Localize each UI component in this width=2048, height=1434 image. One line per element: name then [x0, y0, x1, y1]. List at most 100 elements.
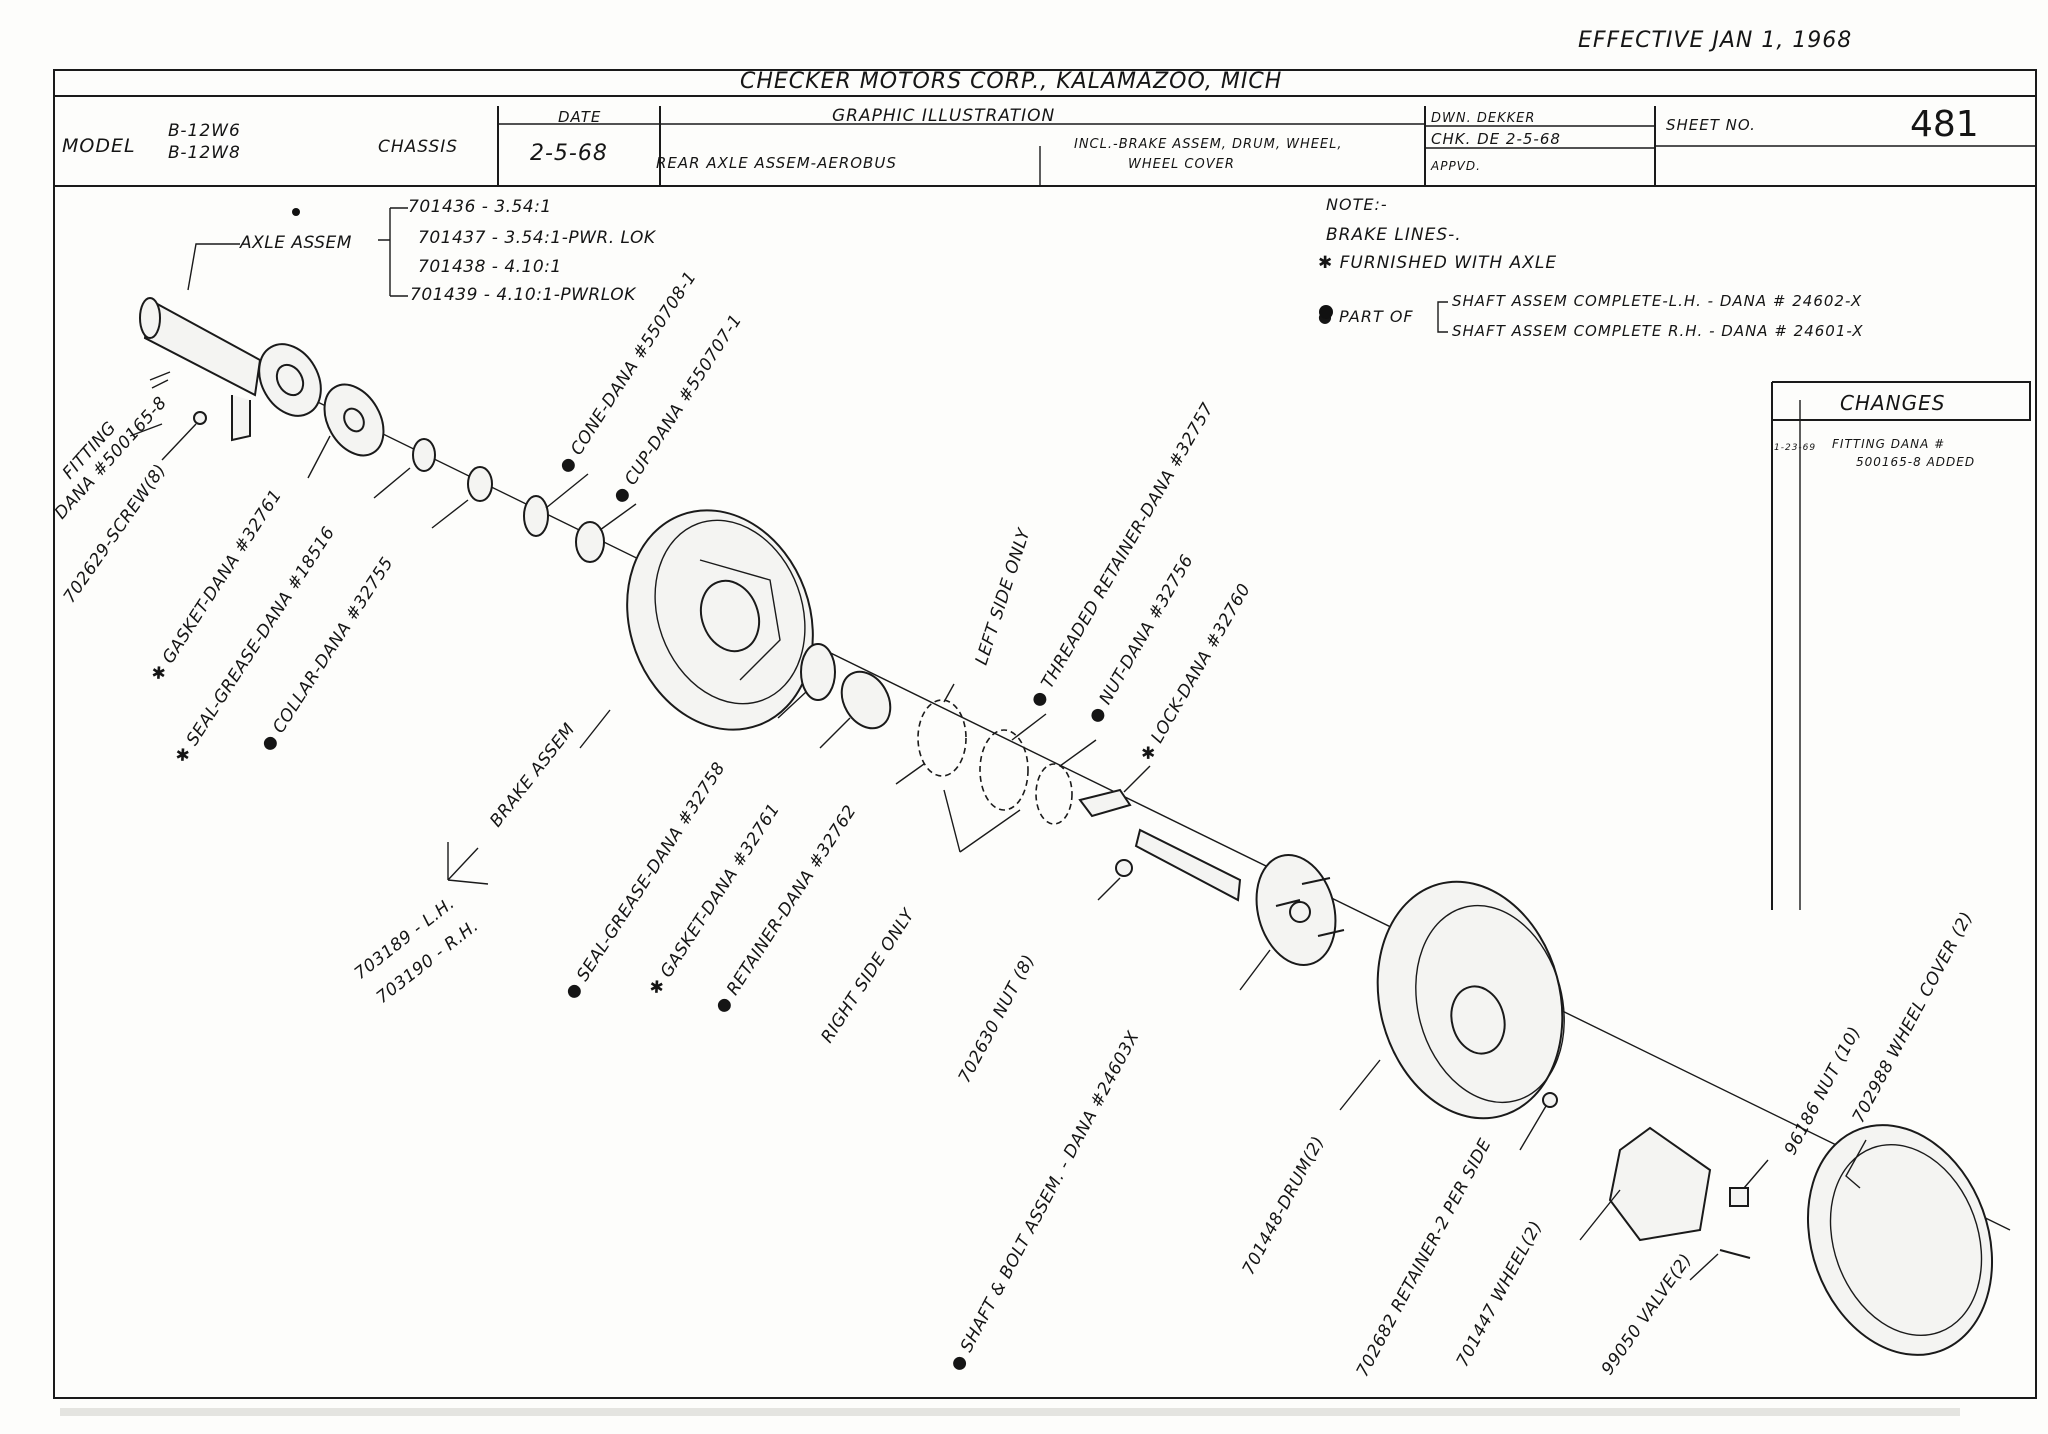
dot	[292, 208, 300, 216]
leader-lines	[129, 423, 1867, 1281]
axle-item-4: 701439 - 4.10:1-PWRLOK	[410, 285, 637, 305]
axle-shaft	[1115, 828, 1345, 966]
leader	[777, 691, 807, 719]
cup	[575, 521, 605, 563]
brake-drum	[1376, 880, 1565, 1120]
model-label: MODEL	[62, 135, 136, 157]
effective-date: EFFECTIVE JAN 1, 1968	[1578, 28, 1852, 53]
checked-by: CHK. DE 2-5-68	[1431, 130, 1561, 148]
sheet-number: 481	[1910, 104, 1979, 145]
leader	[895, 763, 925, 785]
company-name: CHECKER MOTORS CORP., KALAMAZOO, MICH	[740, 69, 1282, 94]
brake-assem-callout: BRAKE ASSEM 703189 - L.H. 703190 - R.H.	[351, 720, 580, 1008]
nut-10	[1729, 1187, 1749, 1207]
gasket-1-hole	[343, 407, 365, 433]
cup-label: ● CUP-DANA #550707-1	[609, 311, 746, 507]
leader	[943, 683, 955, 703]
date-label: DATE	[558, 108, 601, 126]
leader	[1059, 739, 1097, 767]
note-brake-lines: BRAKE LINES-.	[1326, 225, 1462, 245]
leader	[187, 243, 240, 291]
drum-hub	[1450, 985, 1506, 1055]
shaft	[1134, 828, 1242, 902]
includes-line-2: WHEEL COVER	[1128, 157, 1235, 172]
leader	[161, 423, 197, 461]
change-date: 1-23-69	[1774, 443, 1816, 453]
note-shaft-lh: SHAFT ASSEM COMPLETE-L.H. - DANA # 24602…	[1452, 292, 1862, 310]
brake-assembly	[626, 509, 814, 731]
screw	[193, 411, 207, 425]
notes: NOTE:- BRAKE LINES-. ✱ FURNISHED WITH AX…	[1318, 195, 1864, 340]
note-title: NOTE:-	[1326, 195, 1388, 214]
dot	[1319, 305, 1333, 319]
sheet-border	[53, 69, 2037, 1399]
wheel-cover-label: 702988 WHEEL COVER (2)	[1849, 908, 1978, 1126]
approved: APPVD.	[1430, 159, 1481, 173]
shaft-bolt-label: ● SHAFT & BOLT ASSEM. - DANA #24603X	[947, 1028, 1144, 1374]
change-text-2: 500165-8 ADDED	[1856, 455, 1975, 469]
left-side-label: LEFT SIDE ONLY	[972, 525, 1035, 667]
brake-shoe-outline	[654, 519, 806, 705]
shaft-flange-center	[1289, 901, 1311, 923]
note-part-of: ● PART OF	[1318, 307, 1414, 326]
leader	[1097, 877, 1121, 901]
collar-label: ● COLLAR-DANA #32755	[257, 554, 397, 755]
drum-label: 701448-DRUM(2)	[1239, 1133, 1329, 1278]
change-text-1: FITTING DANA #	[1832, 437, 1945, 451]
axle-assem-label: AXLE ASSEM	[239, 233, 352, 253]
leader	[1011, 713, 1047, 741]
drum-rim	[1415, 904, 1565, 1104]
wheel-studs	[1275, 877, 1345, 937]
model-value-1: B-12W6	[168, 121, 241, 141]
nut-8	[1115, 859, 1133, 877]
lock	[1078, 788, 1132, 818]
leader	[545, 473, 589, 509]
part-of-bracket	[1437, 301, 1448, 333]
brake-shoe	[699, 559, 781, 681]
brake-assem-label: BRAKE ASSEM	[486, 720, 579, 832]
nut-8-label: 702630 NUT (8)	[955, 951, 1039, 1086]
assembly-axis	[149, 319, 2011, 1231]
note-shaft-rh: SHAFT ASSEM COMPLETE R.H. - DANA # 24601…	[1452, 322, 1864, 340]
leader	[579, 709, 611, 749]
leader	[373, 467, 411, 499]
changes-header	[1772, 381, 2031, 421]
axle-housing	[139, 297, 322, 442]
seal-grease-1	[412, 438, 436, 472]
threaded-retainer	[979, 729, 1029, 811]
model-value-2: B-12W8	[168, 143, 241, 163]
leader	[1579, 1189, 1621, 1241]
leader	[1123, 765, 1151, 793]
axle-bracket-plate	[231, 395, 251, 442]
axle-item-2: 701437 - 3.54:1-PWR. LOK	[418, 228, 657, 248]
axle-item-3: 701438 - 4.10:1	[418, 257, 562, 277]
includes-line-1: INCL.-BRAKE ASSEM, DRUM, WHEEL,	[1074, 137, 1343, 152]
leader	[431, 499, 469, 529]
brake-hub-hole	[699, 579, 761, 653]
fitting	[149, 371, 171, 389]
leader	[1239, 949, 1271, 991]
wheel	[1608, 1126, 1712, 1242]
wheel-cover-inner	[1829, 1143, 1983, 1337]
gasket-1-label: ✱ GASKET-DANA #32761	[147, 486, 286, 685]
retainer-label: ● RETAINER-DANA #32762	[711, 802, 860, 1017]
note-furnished: ✱ FURNISHED WITH AXLE	[1318, 253, 1557, 273]
axle-bracket	[378, 207, 408, 297]
nut	[1035, 763, 1073, 825]
wheel-label: 701447 WHEEL(2)	[1453, 1218, 1547, 1371]
changes-box: CHANGES 1-23-69 FITTING DANA # 500165-8 …	[1771, 381, 2031, 910]
leader	[943, 789, 1021, 853]
valve	[1719, 1249, 1751, 1259]
cone	[523, 495, 549, 537]
axle-item-1: 701436 - 3.54:1	[408, 197, 552, 217]
leader	[1339, 1059, 1381, 1111]
axle-tube-end	[139, 297, 161, 339]
leader	[1845, 1139, 1867, 1189]
graphic-label: GRAPHIC ILLUSTRATION	[832, 106, 1055, 126]
title-block: CHECKER MOTORS CORP., KALAMAZOO, MICH MO…	[54, 69, 2036, 187]
chassis-label: CHASSIS	[378, 137, 458, 157]
seal-2-label: ● SEAL-GREASE-DANA #32758	[561, 759, 729, 1003]
leader	[129, 423, 163, 437]
sheet-label: SHEET NO.	[1666, 116, 1756, 134]
